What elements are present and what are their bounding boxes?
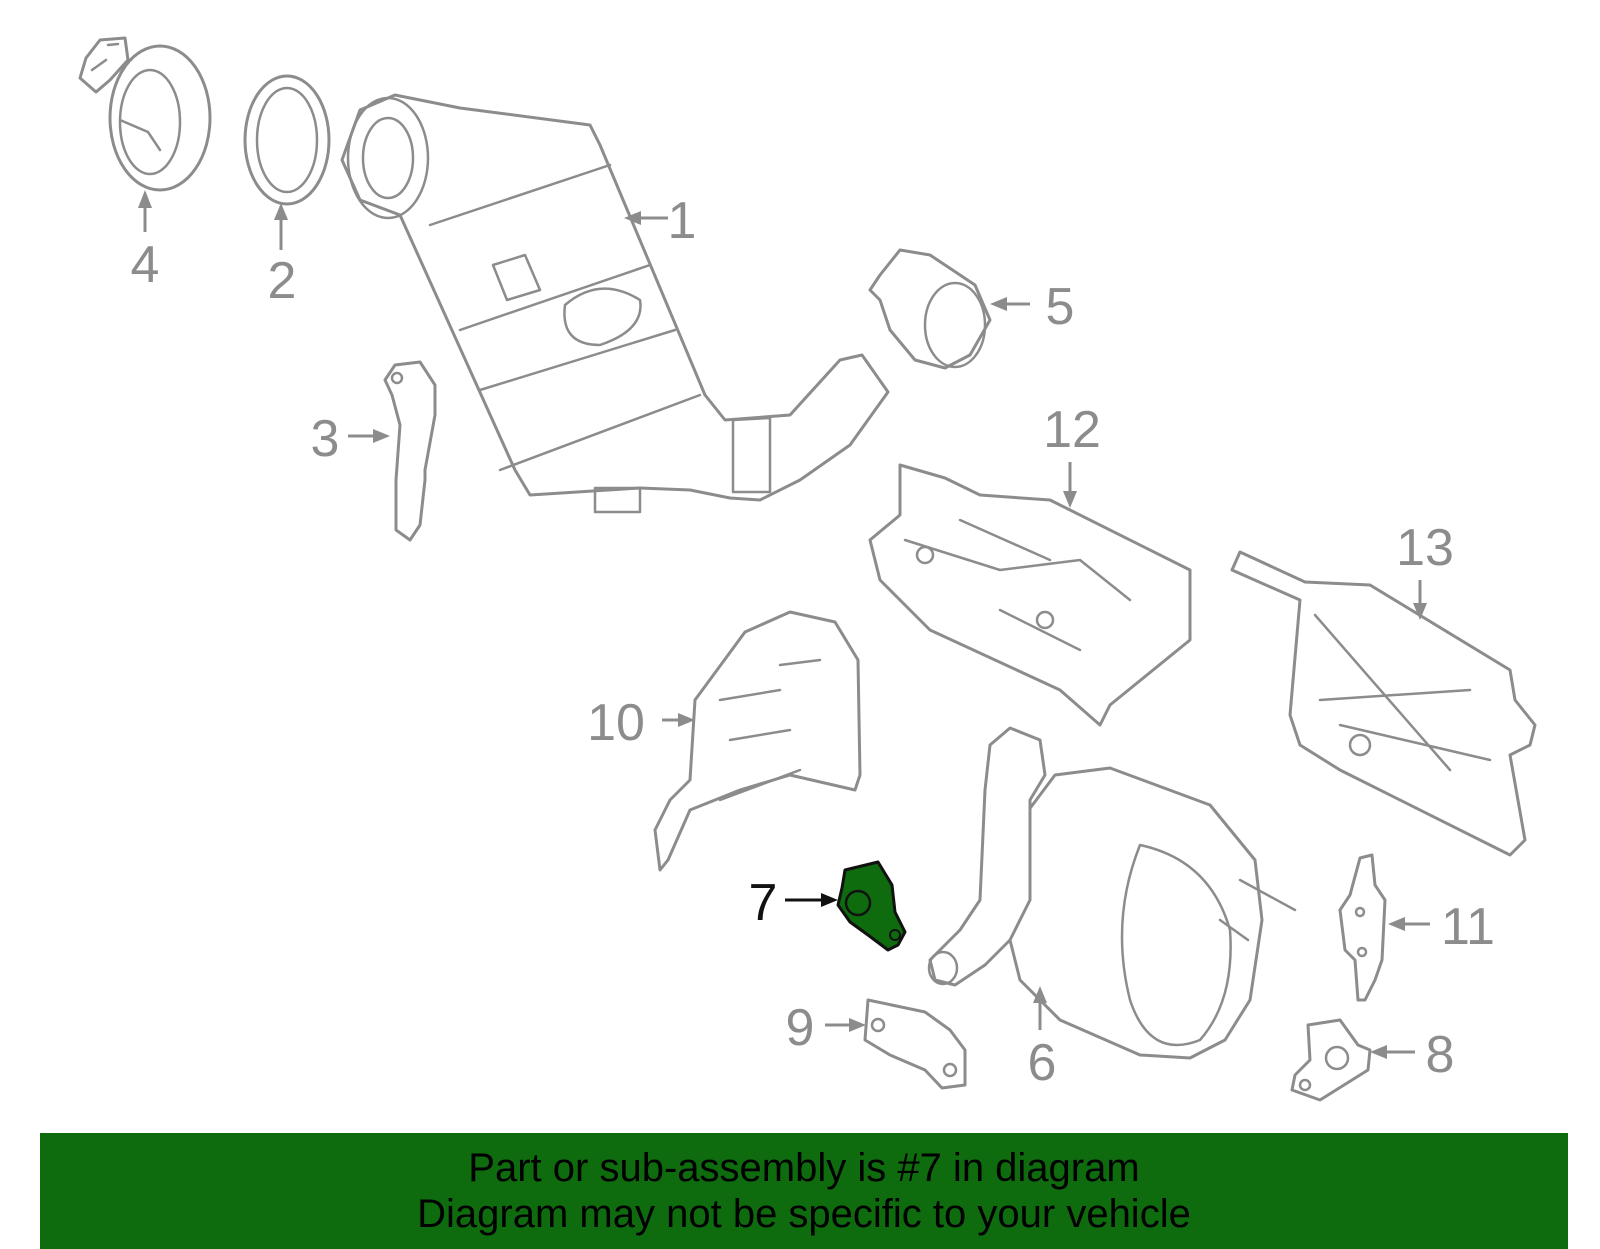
callout-6[interactable]: 6 xyxy=(1028,1034,1057,1092)
callout-2[interactable]: 2 xyxy=(268,252,297,310)
callout-1[interactable]: 1 xyxy=(668,192,697,250)
callout-8[interactable]: 8 xyxy=(1426,1026,1455,1084)
callout-10[interactable]: 10 xyxy=(587,694,645,752)
callout-11[interactable]: 11 xyxy=(1441,898,1495,956)
callout-9[interactable]: 9 xyxy=(786,999,815,1057)
part-11-bracket[interactable] xyxy=(1338,853,1387,1002)
callout-3[interactable]: 3 xyxy=(311,410,340,468)
part-1-converter[interactable] xyxy=(340,93,890,514)
part-5-sleeve[interactable] xyxy=(868,248,992,370)
callout-5[interactable]: 5 xyxy=(1046,278,1075,336)
part-7-mount-highlighted[interactable] xyxy=(836,860,907,952)
part-10-heat-shield[interactable] xyxy=(653,610,862,872)
part-3-bracket[interactable] xyxy=(383,360,437,542)
callout-12[interactable]: 12 xyxy=(1043,401,1101,459)
info-banner: Part or sub-assembly is #7 in diagram Di… xyxy=(40,1133,1568,1249)
part-9-bracket[interactable] xyxy=(863,998,967,1090)
callout-4[interactable]: 4 xyxy=(131,236,160,294)
part-2-gasket[interactable] xyxy=(243,74,331,206)
part-13-heat-shield[interactable] xyxy=(1230,550,1537,857)
callout-7[interactable]: 7 xyxy=(749,874,778,932)
banner-line-1: Part or sub-assembly is #7 in diagram xyxy=(468,1146,1140,1190)
part-6-muffler[interactable] xyxy=(927,726,1297,1060)
part-8-mount[interactable] xyxy=(1290,1018,1372,1102)
callout-13[interactable]: 13 xyxy=(1396,519,1454,577)
part-4-clamp[interactable] xyxy=(78,36,212,192)
part-12-heat-shield[interactable] xyxy=(868,463,1192,727)
banner-line-2: Diagram may not be specific to your vehi… xyxy=(417,1192,1191,1236)
